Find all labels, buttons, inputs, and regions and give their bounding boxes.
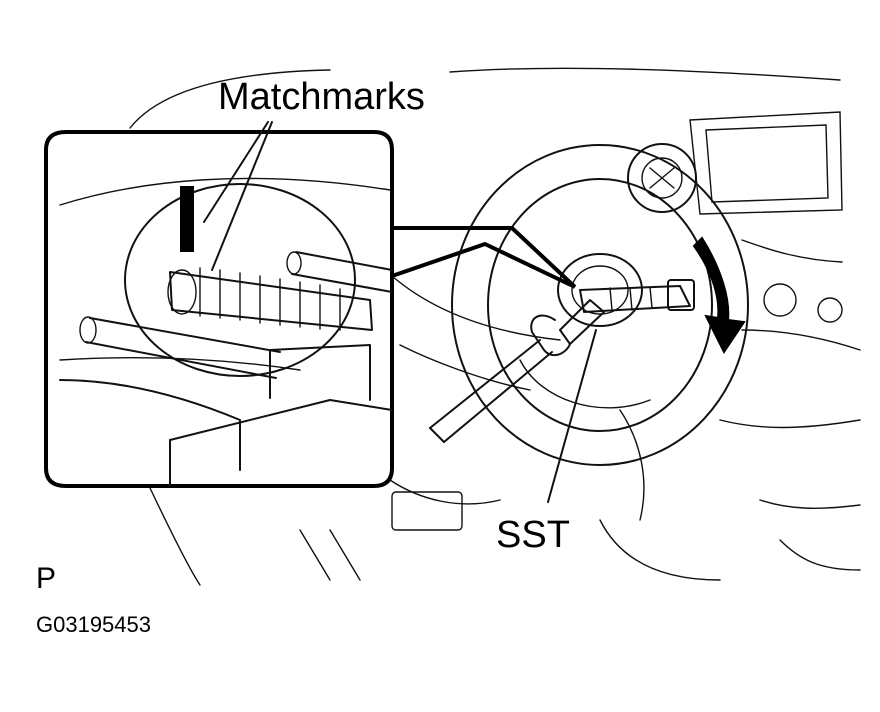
leader-lines (203, 121, 597, 503)
sst-tool (429, 279, 695, 443)
figure-code: G03195453 (36, 612, 151, 637)
view-letter: P (36, 562, 57, 595)
matchmark-bar (180, 186, 194, 252)
matchmarks-inset (44, 130, 577, 488)
matchmarks-label: Matchmarks (218, 76, 425, 118)
dashboard-outline (129, 67, 861, 586)
steering-wheel (451, 143, 749, 466)
sst-label: SST (496, 514, 570, 556)
rotation-arrow (692, 236, 746, 354)
